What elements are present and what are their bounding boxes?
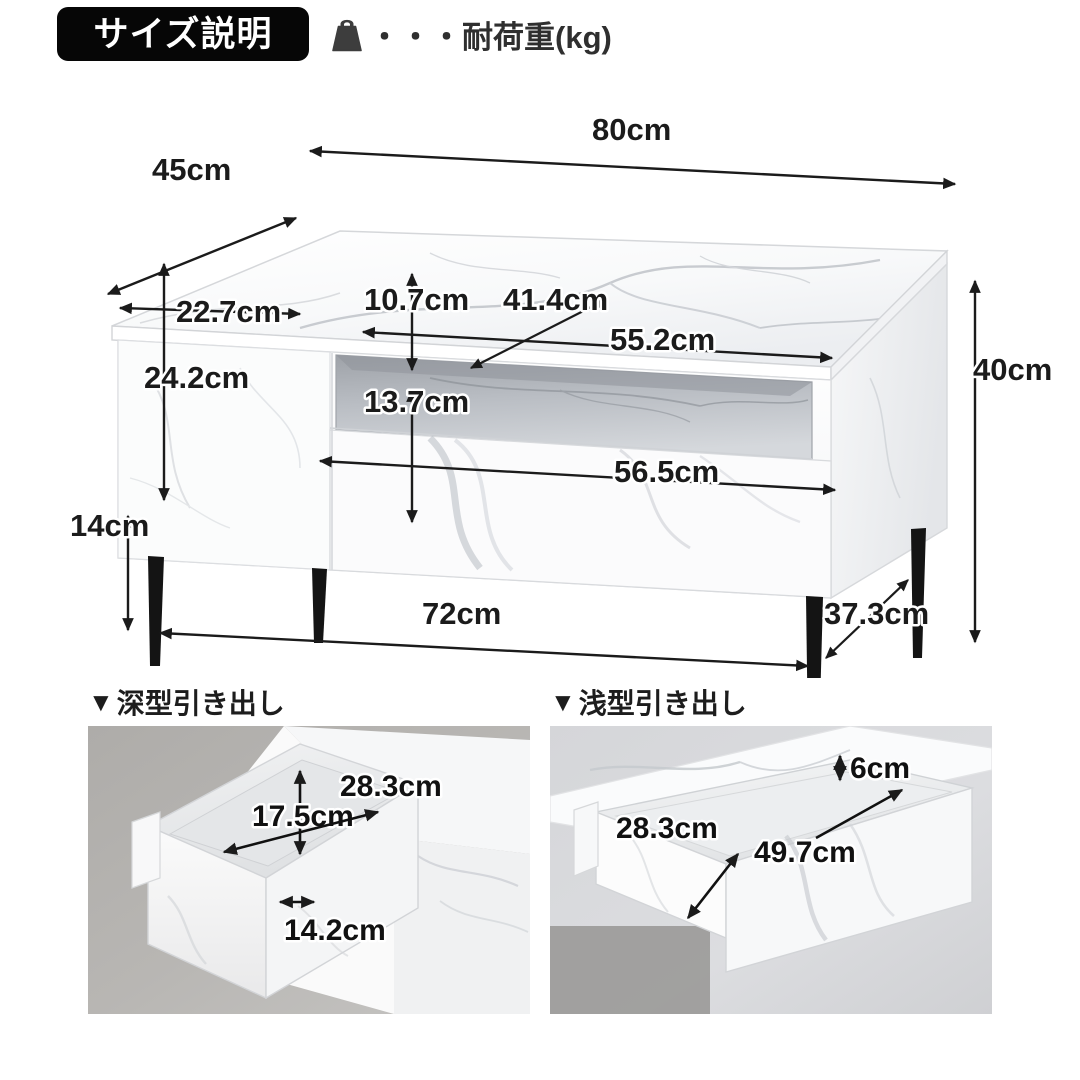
dimension-drawer-height-label: 13.7cm <box>364 384 469 419</box>
dimension-side-panel-width-label: 22.7cm <box>176 294 281 329</box>
shallow-drawer-width-dimension: 49.7cm <box>752 788 904 872</box>
deep-drawer-width-dimension: 14.2cm <box>278 895 388 950</box>
dimension-leg-height: 14cm <box>68 506 152 632</box>
deep-drawer-photo: 17.5cm 28.3cm 14.2cm <box>88 726 530 1014</box>
deep-drawer-block: ▼ 深型引き出し <box>88 678 530 1014</box>
dimension-leg-height-label: 14cm <box>70 508 149 543</box>
caption-marker-icon: ▼ <box>550 687 576 717</box>
dimension-shelf-depth: 41.4cm <box>469 280 611 369</box>
weight-bag-icon <box>332 19 362 52</box>
shallow-drawer-photo: 6cm 28.3cm 49.7cm <box>550 726 992 1014</box>
dimension-leg-span-depth: 37.3cm <box>822 579 932 659</box>
dimension-shelf-height-label: 10.7cm <box>364 282 469 317</box>
header-bar: サイズ説明 ・・・耐荷重(kg) <box>0 0 1080 78</box>
drawer-detail-section: ▼ 深型引き出し <box>0 678 1080 1080</box>
dimension-drawer-width-label: 56.5cm <box>614 454 719 489</box>
size-explanation-label: サイズ説明 <box>93 14 273 54</box>
deep-drawer-caption-text: 深型引き出し <box>116 688 285 719</box>
dimension-total-height: 40cm <box>969 279 1055 644</box>
dimension-leg-span-width-label: 72cm <box>422 596 501 631</box>
caption-marker-icon: ▼ <box>88 687 114 717</box>
dimension-depth-top-label: 45cm <box>152 152 231 187</box>
shallow-drawer-width-label: 49.7cm <box>754 836 856 869</box>
dimension-total-height-label: 40cm <box>973 352 1052 387</box>
load-capacity-legend: ・・・耐荷重(kg) <box>327 10 612 58</box>
load-capacity-text: ・・・耐荷重(kg) <box>369 19 612 55</box>
dimension-shelf-width-label: 55.2cm <box>610 322 715 357</box>
dimension-body-height-label: 24.2cm <box>144 360 249 395</box>
shallow-drawer-block: ▼ 浅型引き出し <box>550 678 992 1014</box>
size-explanation-badge: サイズ説明 <box>57 7 309 61</box>
deep-drawer-height-label: 17.5cm <box>252 800 354 833</box>
shallow-drawer-depth-label: 28.3cm <box>616 812 718 845</box>
shallow-drawer-height-label: 6cm <box>850 752 910 785</box>
deep-drawer-depth-label: 28.3cm <box>340 770 442 803</box>
table-dimension-drawing: 45cm 80cm 40cm 22.7cm 24.2cm 10.7cm 41.4… <box>68 110 1055 678</box>
dimension-drawer-width: 56.5cm <box>318 452 837 496</box>
deep-drawer-depth-dimension: 28.3cm <box>222 768 444 855</box>
dimension-leg-span-depth-label: 37.3cm <box>824 596 929 631</box>
shallow-drawer-height-dimension: 6cm <box>833 750 913 788</box>
dimension-shelf-width: 55.2cm <box>361 320 834 364</box>
dimension-width-top-label: 80cm <box>592 112 671 147</box>
dimension-leg-span-width: 72cm <box>158 594 810 672</box>
shallow-drawer-caption: ▼ 浅型引き出し <box>550 678 992 726</box>
dimension-depth-top: 45cm <box>106 150 298 296</box>
shallow-drawer-caption-text: 浅型引き出し <box>578 688 747 719</box>
deep-drawer-width-label: 14.2cm <box>284 914 386 947</box>
main-dimension-diagram: 45cm 80cm 40cm 22.7cm 24.2cm 10.7cm 41.4… <box>0 78 1080 678</box>
table-legs <box>148 528 926 678</box>
dimension-body-height: 24.2cm <box>142 262 252 502</box>
dimension-shelf-height: 10.7cm <box>362 272 472 372</box>
dimension-drawer-height: 13.7cm <box>362 382 472 524</box>
dimension-shelf-depth-label: 41.4cm <box>503 282 608 317</box>
dimension-width-top: 80cm <box>308 110 957 190</box>
dimension-side-panel-width: 22.7cm <box>118 292 302 332</box>
shallow-drawer-depth-dimension: 28.3cm <box>614 810 740 920</box>
deep-drawer-caption: ▼ 深型引き出し <box>88 678 530 726</box>
